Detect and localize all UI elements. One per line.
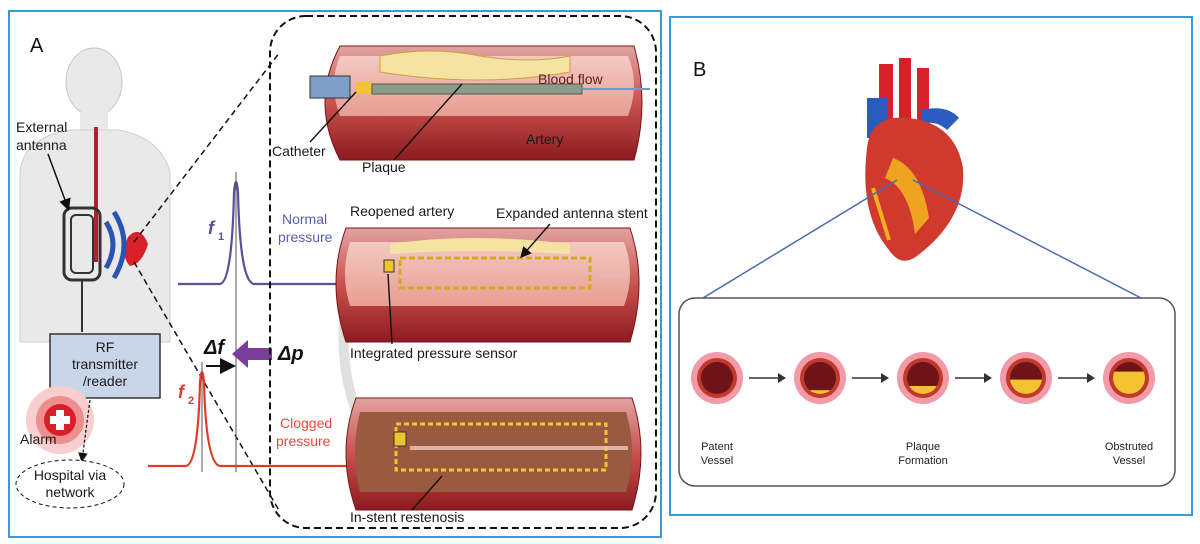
external-antenna-label-2: antenna [16,137,67,153]
stage-label: Obstruted [1105,441,1153,453]
plaque-deposit [1113,371,1145,394]
progression-arrow [749,373,786,383]
progression-arrow [955,373,992,383]
progression-arrow [852,373,889,383]
normal-pressure-2: pressure [278,229,333,245]
rf-label-2: transmitter [72,356,138,372]
stage-label: Formation [898,455,948,467]
rf-label-3: /reader [83,373,128,389]
progression-arrow [1058,373,1095,383]
heart-illustration [865,58,964,261]
panel-b-diagram: B PatentVesselPlaqueFormationObstrutedVe… [678,58,1176,487]
expanded-stent-label: Expanded antenna stent [496,205,648,221]
zoom-line-right [912,179,1142,299]
artery-catheter-illustration [309,45,650,161]
vessel-lumen [804,362,836,394]
vessel-stage-2 [794,352,846,404]
zoom-box [269,15,657,529]
f1-label: f [208,218,216,238]
catheter-label: Catheter [272,143,326,159]
stage-label: Patent [701,441,733,453]
panel-a-letter: A [30,35,44,57]
vessel-lumen [701,362,733,394]
f1-sub: 1 [218,231,224,243]
vessel-stage-4 [1000,352,1052,404]
artery-reopened-illustration [335,227,640,343]
stage-label: Plaque [906,441,940,453]
rf-reader-box [49,333,161,399]
zoom-line-left [702,179,898,299]
reopened-artery-label: Reopened artery [350,203,454,219]
plaque-label: Plaque [362,159,406,175]
external-antenna-icon [62,206,127,332]
normal-pressure-1: Normal [282,211,327,227]
panel-b-letter: B [693,59,706,81]
panel-a: A External antenna RF transmitter /reade… [8,10,662,538]
rf-label-1: RF [96,339,115,355]
clogged-pressure-2: pressure [276,433,331,449]
stage-label: Vessel [1113,455,1145,467]
stage-label: Vessel [701,455,733,467]
blood-flow-label: Blood flow [538,71,603,87]
alarm-label: Alarm [20,431,57,447]
vessel-stages: PatentVesselPlaqueFormationObstrutedVess… [691,352,1155,467]
artery-restenosis-illustration [345,397,642,511]
external-antenna-label-1: External [16,119,67,135]
hospital-label-2: network [45,484,95,500]
pressure-arrow-icon [232,340,272,368]
hospital-network [15,459,125,509]
plaque-deposit [804,390,836,394]
panel-a-diagram: A External antenna RF transmitter /reade… [15,15,657,529]
plaque-deposit [907,386,939,394]
artery-label: Artery [526,131,563,147]
heart-icon [124,231,148,266]
human-figure [19,47,171,343]
alarm-icon [26,386,94,454]
f2-sub: 2 [188,395,194,407]
pressure-sensor-label: Integrated pressure sensor [350,345,518,361]
hospital-label-1: Hospital via [34,467,107,483]
restenosis-label: In-stent restenosis [350,509,464,525]
plaque-deposit [1010,379,1042,394]
delta-f-label: Δf [203,337,226,359]
clogged-pressure-1: Clogged [280,415,332,431]
f2-label: f [178,382,186,402]
delta-p-label: Δp [277,343,304,365]
